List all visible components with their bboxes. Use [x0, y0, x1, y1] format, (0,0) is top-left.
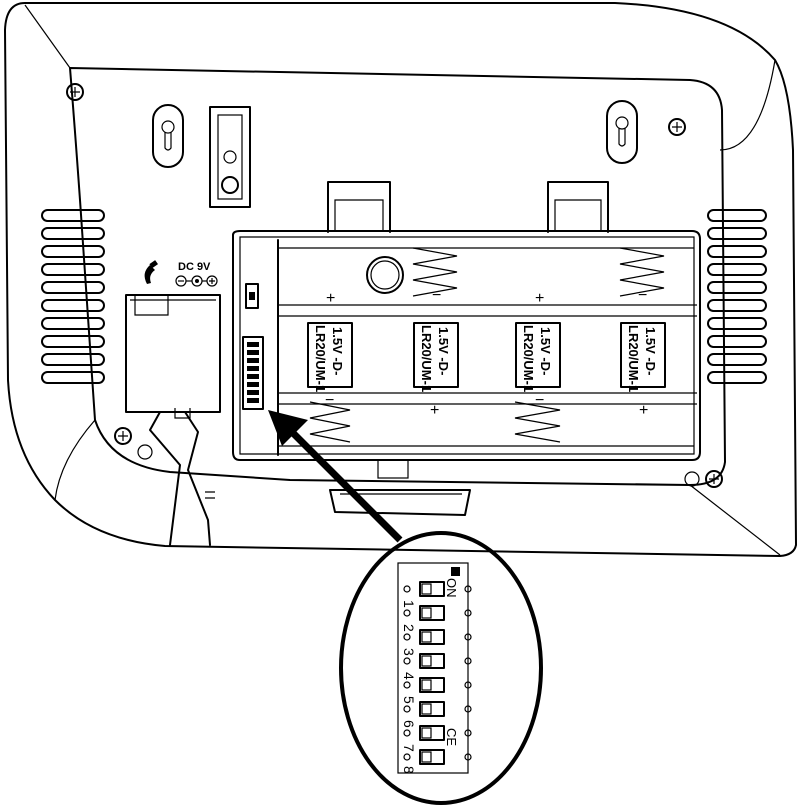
- dip-number: 2: [401, 624, 417, 632]
- dip-ce-label: CE: [444, 728, 459, 746]
- battery-type-text: LR20/UM-1: [419, 325, 434, 392]
- polarity-marks: + + + + − − − −: [325, 287, 648, 419]
- arrow-icon: [268, 410, 403, 543]
- spring-icon: [412, 247, 458, 297]
- battery-compartment: [232, 230, 701, 516]
- battery-type-text: LR20/UM-1: [626, 325, 641, 392]
- plus-mark: +: [535, 290, 544, 307]
- dip-number: 8: [401, 766, 417, 774]
- minus-mark: −: [535, 392, 544, 409]
- screw-icon: [668, 118, 686, 136]
- dip-number: 4: [401, 672, 417, 680]
- keyhole-icon: [152, 104, 184, 168]
- dip-switch-1: 1: [401, 581, 472, 608]
- battery-label: 1.5V -D- LR20/UM-1: [620, 322, 666, 392]
- battery-voltage-text: 1.5V -D-: [330, 327, 345, 375]
- battery-type-text: LR20/UM-1: [521, 325, 536, 392]
- keyhole-icon: [606, 100, 638, 164]
- device-dip-switches: [247, 342, 259, 403]
- vent-slots-right: [707, 209, 767, 384]
- minus-mark: −: [325, 392, 334, 409]
- dip-switch-7: 7: [401, 725, 472, 752]
- battery-voltage-text: 1.5V -D-: [538, 327, 553, 375]
- screw-icon: [705, 470, 723, 488]
- spring-icon: [619, 247, 665, 297]
- dip-on-label: ON: [444, 578, 459, 598]
- spring-icon: [309, 401, 351, 443]
- minus-mark: −: [638, 287, 647, 304]
- spring-icon: [514, 401, 561, 443]
- phone-icon: [144, 260, 158, 284]
- dip-number: 3: [401, 648, 417, 656]
- dip-number: 6: [401, 720, 417, 728]
- plus-mark: +: [639, 402, 648, 419]
- dc-polarity-icon: [175, 275, 218, 287]
- battery-label: 1.5V -D- LR20/UM-1: [307, 322, 353, 392]
- dip-switch-6: 6: [401, 701, 472, 728]
- battery-voltage-text: 1.5V -D-: [643, 327, 658, 375]
- dip-switch-4: 4: [401, 653, 472, 680]
- dip-switch-8: 8: [401, 749, 472, 774]
- dc-voltage-label: DC 9V: [178, 261, 211, 273]
- dip-switch-5: 5: [401, 677, 472, 704]
- device-casing: [4, 2, 797, 557]
- dip-number: 1: [401, 600, 417, 608]
- dip-number: 7: [401, 744, 417, 752]
- dip-switch-2: 2: [401, 605, 472, 632]
- wall-mount-tab: [209, 106, 251, 208]
- battery-label: 1.5V -D- LR20/UM-1: [515, 322, 561, 392]
- screw-icon: [114, 427, 132, 445]
- dip-switch-callout: ON CE 1 2 3 4 5 6: [339, 531, 543, 805]
- battery-cover-clips: [327, 181, 609, 233]
- dip-number: 5: [401, 696, 417, 704]
- plus-mark: +: [430, 402, 439, 419]
- dip-switch-3: 3: [401, 629, 472, 656]
- battery-voltage-text: 1.5V -D-: [436, 327, 451, 375]
- dc-jack-compartment: [125, 294, 221, 546]
- screw-icon: [66, 83, 84, 101]
- battery-label: 1.5V -D- LR20/UM-1: [413, 322, 459, 392]
- minus-mark: −: [432, 287, 441, 304]
- battery-type-text: LR20/UM-1: [313, 325, 328, 392]
- plus-mark: +: [326, 290, 335, 307]
- vent-slots-left: [41, 209, 105, 384]
